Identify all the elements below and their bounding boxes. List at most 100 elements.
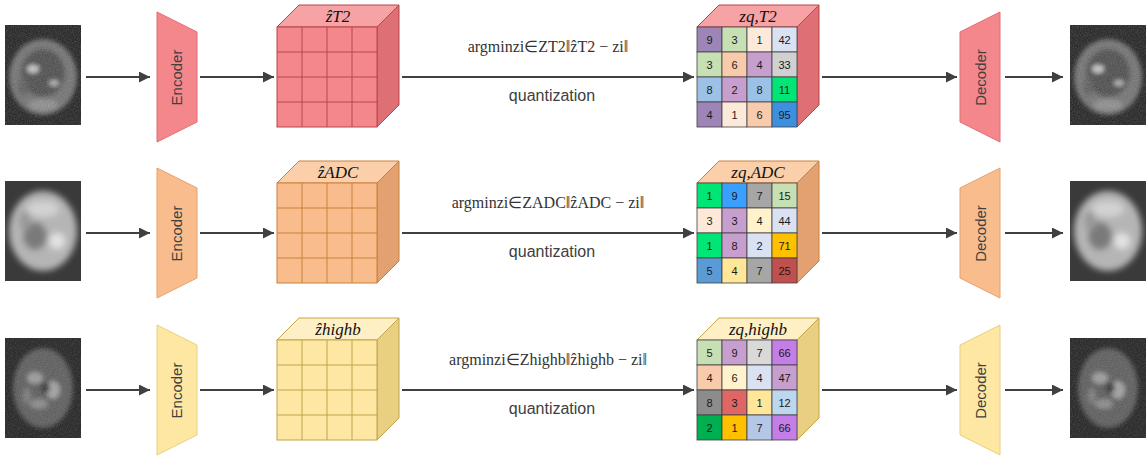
grid-cell [772,415,797,440]
text-holder: ẑT2 [277,5,399,27]
codebook-index: 6 [722,365,747,390]
image-arrow [86,389,150,391]
codebook-index: 4 [747,208,772,233]
grid-line [277,102,377,103]
codebook-index: 1 [747,390,772,415]
cell-grid: 93142364338281141695 [697,27,797,127]
cube-side-face [377,161,399,283]
grid-line [352,183,353,283]
text-holder: Decoder [960,168,1000,298]
decoder-block: Decoder [960,168,1000,298]
grid-cell [722,258,747,283]
image-arrow [1005,232,1063,234]
codebook-index: 8 [747,77,772,102]
grid-cell [747,183,772,208]
grid-cell [772,390,797,415]
cube-front-face [277,183,377,283]
grid-cell [772,77,797,102]
grid-cell [772,183,797,208]
grid-cell [722,77,747,102]
grid-cell [772,258,797,283]
text-holder: ẑADC [277,161,399,183]
text-holder: Decoder [960,325,1000,455]
grid-cell [722,102,747,127]
block-label: Decoder [972,205,989,262]
encoder-block: Encoder [157,168,197,298]
codebook-index: 2 [747,233,772,258]
codebook-index: 8 [697,77,722,102]
codebook-index: 15 [772,183,797,208]
data-flow-arrow [402,232,694,234]
codebook-index: 1 [722,102,747,127]
codebook-index: 1 [697,183,722,208]
cube-front-face [277,27,377,127]
codebook-index: 5 [697,340,722,365]
codebook-index: 1 [697,233,722,258]
trapezoid-shape [960,168,1000,298]
quantized-latent-cube: zq,ADC19715334441827154725 [697,161,819,283]
codebook-index: 66 [772,415,797,440]
grid-cell [772,340,797,365]
codebook-index: 9 [722,340,747,365]
grid-cell [772,233,797,258]
image-arrow [1005,76,1063,78]
trapezoid-shape [157,325,197,455]
grid-cell [722,415,747,440]
cube-front-face [277,340,377,440]
codebook-index: 4 [697,365,722,390]
grid-line [277,258,377,259]
grid-cell [722,208,747,233]
quantized-latent-cube: zq,T293142364338281141695 [697,5,819,127]
codebook-index: 3 [722,390,747,415]
latent-label: ẑT2 [326,8,351,25]
cell-grid: 59766464478311221766 [697,340,797,440]
grid-line [277,233,377,234]
image-arrow [1005,389,1063,391]
codebook-index: 12 [772,390,797,415]
grid-cell [747,415,772,440]
decoder-block: Decoder [960,12,1000,142]
grid-cell [747,365,772,390]
codebook-index: 6 [747,102,772,127]
text-holder: zq,ADC [697,161,819,183]
image-arrow [86,76,150,78]
grid-cell [747,77,772,102]
trapezoid-shape [157,168,197,298]
grid-cell [747,340,772,365]
codebook-index: 4 [722,258,747,283]
grid-cell [697,340,722,365]
grid-cell [722,52,747,77]
grid-cell [697,77,722,102]
codebook-index: 44 [772,208,797,233]
cube-side-face [377,318,399,440]
data-flow-arrow [200,76,274,78]
codebook-index: 25 [772,258,797,283]
codebook-index: 42 [772,27,797,52]
encoder-block: Encoder [157,12,197,142]
grid-cell [697,208,722,233]
grid-cell [697,258,722,283]
text-holder: zq,highb [697,318,819,340]
grid-cell [697,415,722,440]
trapezoid-shape [960,325,1000,455]
codebook-index: 7 [747,258,772,283]
codebook-index: 6 [722,52,747,77]
data-flow-arrow [200,389,274,391]
codebook-index: 3 [722,208,747,233]
grid-cell [747,208,772,233]
data-flow-arrow [402,76,694,78]
grid-cell [772,208,797,233]
step-label: quantization [506,399,598,419]
grid-cell [747,390,772,415]
image-arrow [86,232,150,234]
grid-cell [697,233,722,258]
text-holder: Encoder [157,325,197,455]
trapezoid-shape [157,12,197,142]
grid-cell [697,365,722,390]
quantization-formula: argminzi∈ZT2‖ẑT2 − zi‖ [465,37,632,57]
grid-cell [747,102,772,127]
latent-label: ẑhighb [315,321,360,338]
encoder-block: Encoder [157,325,197,455]
codebook-index: 2 [697,415,722,440]
grid-cell [772,102,797,127]
